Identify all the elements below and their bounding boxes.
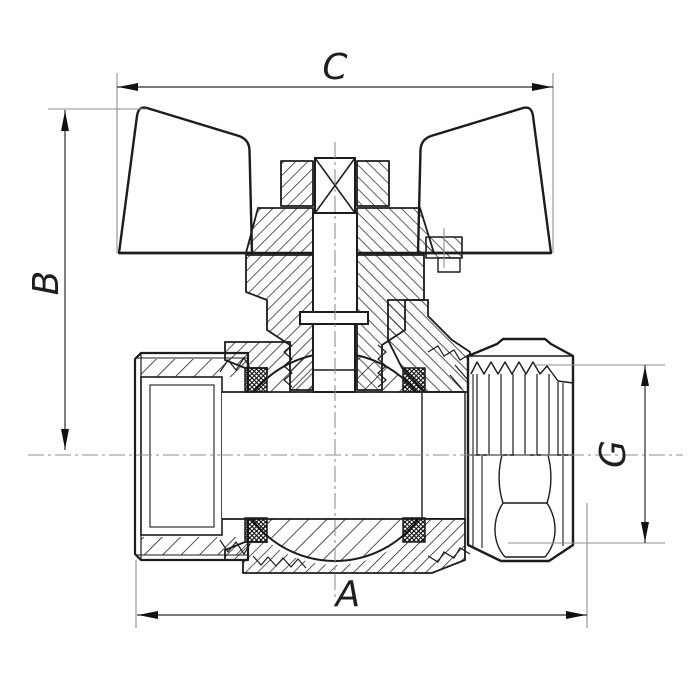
bonnet	[245, 160, 463, 391]
arrowhead	[61, 429, 69, 449]
seat-seal	[402, 367, 426, 393]
compression-nut	[466, 337, 575, 563]
dimension-a: A	[137, 574, 587, 619]
dim-label-g: G	[593, 440, 634, 468]
stem-cross-diagonal	[314, 157, 356, 214]
arrowhead	[532, 83, 552, 91]
arrowhead	[118, 83, 138, 91]
arrowhead	[61, 111, 69, 131]
stem-nut-left	[280, 160, 314, 207]
bonnet-right	[356, 254, 425, 391]
handle-right-wing	[416, 106, 553, 255]
construction-lines	[28, 73, 683, 628]
female-socket-relief	[149, 384, 215, 528]
arrowhead	[641, 366, 649, 386]
handle-left-wing	[117, 106, 254, 255]
female-socket-cavity	[140, 376, 223, 536]
stem-nut-right	[356, 160, 390, 207]
seat-seal	[402, 517, 426, 543]
valve-stem	[299, 157, 369, 393]
nut-thread-lines	[476, 374, 559, 455]
stem-collar	[299, 311, 369, 325]
nut-thread-crests	[470, 361, 574, 384]
handle-hub-right	[356, 207, 435, 254]
flow-bore	[222, 393, 466, 518]
arrowhead	[641, 522, 649, 542]
dim-label-a: A	[334, 574, 361, 615]
seat-seals	[244, 367, 426, 543]
dimension-c: C	[117, 47, 553, 91]
butterfly-handle	[117, 106, 553, 255]
tab-step	[437, 257, 461, 273]
female-thread-end	[133, 351, 250, 562]
seat-seal	[244, 367, 268, 393]
female-thread-hatch-top	[141, 359, 248, 377]
dimension-b: B	[26, 110, 69, 450]
thread-marks	[219, 345, 471, 569]
handle-hub-left	[245, 207, 314, 254]
seat-seal	[244, 517, 268, 543]
dim-label-b: B	[26, 271, 67, 296]
arrowhead	[566, 611, 586, 619]
dim-label-c: C	[322, 47, 348, 88]
dimension-g: G	[593, 365, 649, 543]
arrowhead	[138, 611, 158, 619]
nut-hex-facets	[494, 454, 556, 558]
stem-shaft-lower	[312, 323, 356, 393]
